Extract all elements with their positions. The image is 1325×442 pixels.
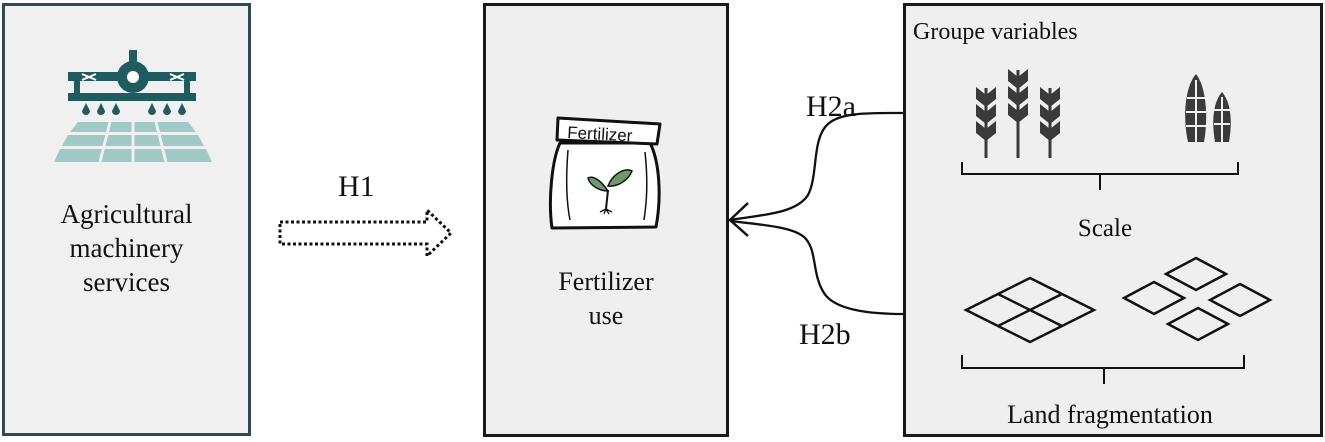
groupe-variables-title: Groupe variables bbox=[913, 19, 1078, 45]
scale-bracket bbox=[961, 162, 1239, 190]
bag-label: Fertilizer bbox=[567, 123, 633, 145]
land-bracket bbox=[961, 355, 1245, 384]
h2a-connector bbox=[729, 111, 904, 222]
fertilizer-use-label: Fertilizer use bbox=[558, 267, 654, 330]
groupe-variables-box bbox=[903, 3, 1323, 437]
scale-label: Scale bbox=[1077, 215, 1133, 242]
fertilizer-bag-icon bbox=[548, 116, 662, 230]
wheat-small-icon bbox=[1185, 74, 1231, 142]
hypothesis-h1-label: H1 bbox=[338, 170, 375, 203]
fragmented-land-icon bbox=[1121, 256, 1273, 342]
agricultural-machinery-services-label: Agricultural machinery services bbox=[60, 199, 193, 297]
h2-arrowhead bbox=[728, 202, 749, 237]
land-plot-icon bbox=[963, 276, 1097, 344]
land-fragmentation-label: Land fragmentation bbox=[1007, 400, 1213, 429]
hypothesis-h2b-label: H2b bbox=[799, 318, 851, 351]
h2b-connector bbox=[729, 219, 904, 316]
wheat-icon bbox=[976, 69, 1060, 158]
hypothesis-h2a-label: H2a bbox=[806, 90, 856, 123]
crop-duster-plane-icon bbox=[54, 50, 212, 163]
h1-arrow bbox=[278, 206, 454, 260]
